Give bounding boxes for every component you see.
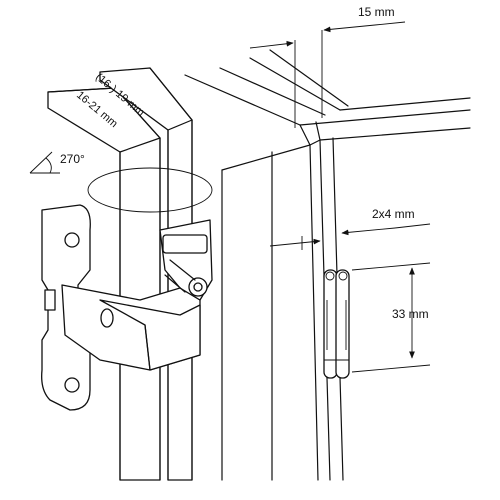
right-hinge [323, 269, 350, 379]
cabinet-corner: 15 mm 2x4 mm 33 mm [184, 5, 471, 481]
rotation-arc-icon [29, 151, 60, 174]
label-gap-top: 15 mm [358, 5, 395, 19]
label-height: 33 mm [392, 307, 429, 321]
label-angle: 270° [60, 152, 85, 166]
door-assembly: (16-) 19 mm 16-21 mm 270° [29, 67, 213, 481]
label-gap-side: 2x4 mm [372, 207, 415, 221]
hinge-arm [61, 219, 213, 371]
rotation-ellipse [87, 167, 213, 213]
